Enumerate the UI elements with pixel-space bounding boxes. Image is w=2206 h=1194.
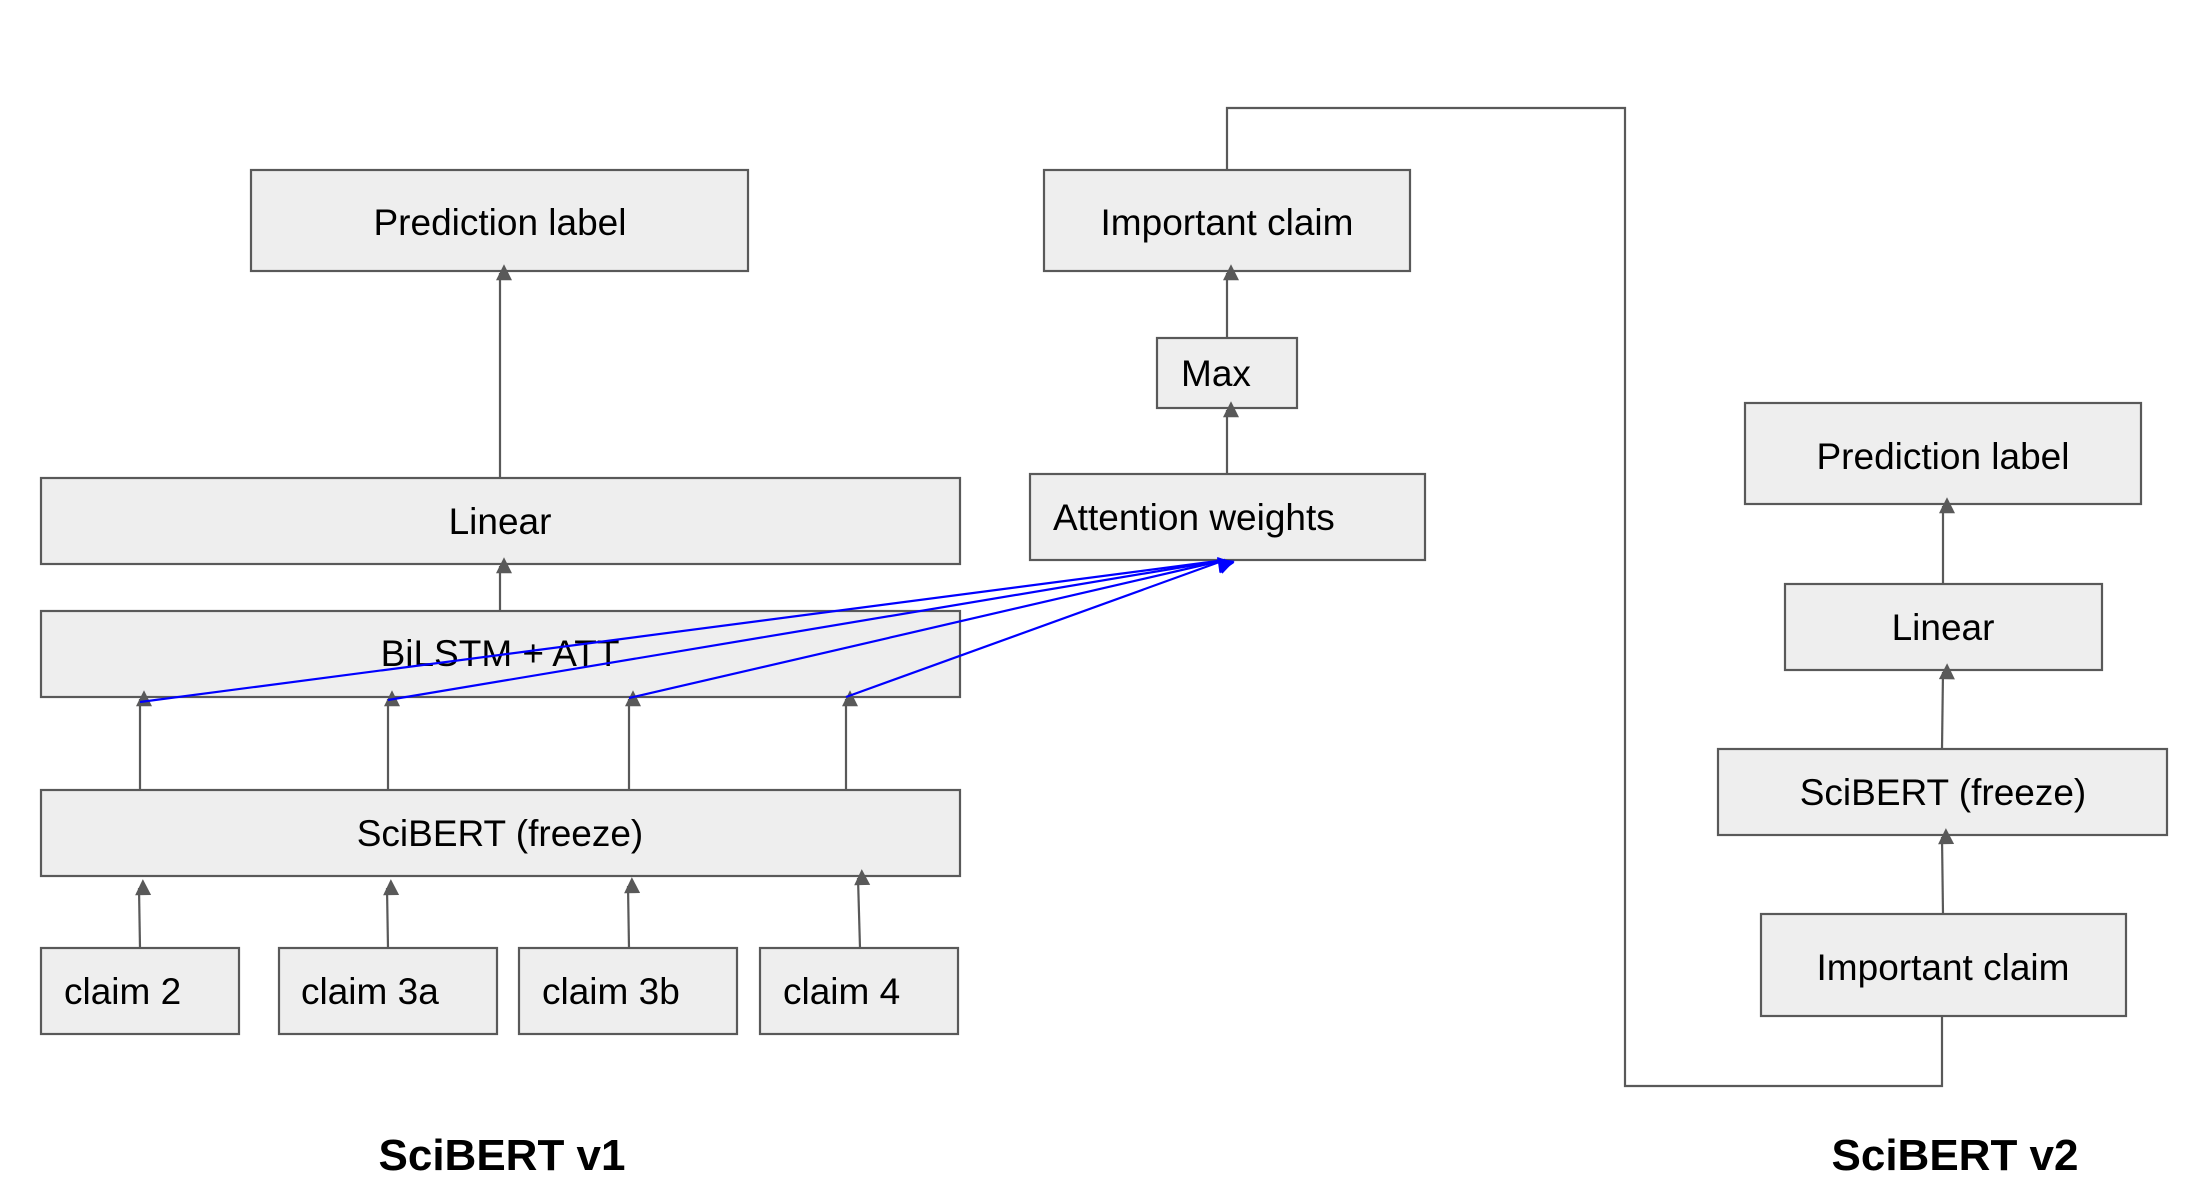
claim-4-box: claim 4	[758, 946, 960, 1036]
arrow-claim4-to-scibert	[854, 869, 871, 949]
v2-prediction-label-text: Prediction label	[1817, 436, 2070, 477]
arrow-claim2-to-scibert	[135, 879, 152, 949]
v2-important-claim-box: Important claim	[1759, 912, 2128, 1018]
arrow-v2-claim-to-scibert	[1938, 828, 1955, 915]
claim-2-text: claim 2	[64, 971, 181, 1012]
arrow-claim3a-to-scibert	[383, 879, 400, 949]
attention-important-claim-box: Important claim	[1042, 168, 1412, 273]
connector-important-claim-to-v2	[1225, 106, 1944, 1088]
attention-arrow-2	[387, 557, 1235, 702]
v1-scibert-text: SciBERT (freeze)	[357, 813, 644, 854]
v2-scibert-text: SciBERT (freeze)	[1800, 772, 2087, 813]
claim-4-text: claim 4	[783, 971, 900, 1012]
claim-2-box: claim 2	[39, 946, 241, 1036]
max-box: Max	[1155, 336, 1299, 410]
attention-arrow-1	[139, 556, 1235, 704]
attention-weights-text: Attention weights	[1053, 497, 1335, 538]
v2-scibert-box: SciBERT (freeze)	[1716, 747, 2169, 837]
claim-3a-text: claim 3a	[301, 971, 439, 1012]
claim-3b-text: claim 3b	[542, 971, 680, 1012]
v2-prediction-label-box: Prediction label	[1743, 401, 2143, 506]
attention-arrow-4	[845, 558, 1235, 699]
arrow-v2-scibert-to-linear	[1938, 663, 1955, 750]
v2-important-claim-text: Important claim	[1817, 947, 2070, 988]
v1-title: SciBERT v1	[379, 1131, 626, 1180]
claim-3b-box: claim 3b	[517, 946, 739, 1036]
attention-arrow-3	[628, 557, 1235, 700]
claim-3a-box: claim 3a	[277, 946, 499, 1036]
v1-prediction-label-box: Prediction label	[249, 168, 750, 273]
max-text: Max	[1181, 353, 1251, 394]
v2-linear-box: Linear	[1783, 582, 2104, 672]
attention-important-claim-text: Important claim	[1101, 202, 1354, 243]
v1-linear-box: Linear	[39, 476, 962, 566]
v1-scibert-box: SciBERT (freeze)	[39, 788, 962, 878]
v2-linear-text: Linear	[1892, 607, 1995, 648]
v2-title: SciBERT v2	[1832, 1131, 2079, 1180]
v1-linear-text: Linear	[449, 501, 552, 542]
attention-weights-box: Attention weights	[1028, 472, 1427, 562]
arrow-claim3b-to-scibert	[624, 877, 641, 949]
v1-prediction-label-text: Prediction label	[374, 202, 627, 243]
